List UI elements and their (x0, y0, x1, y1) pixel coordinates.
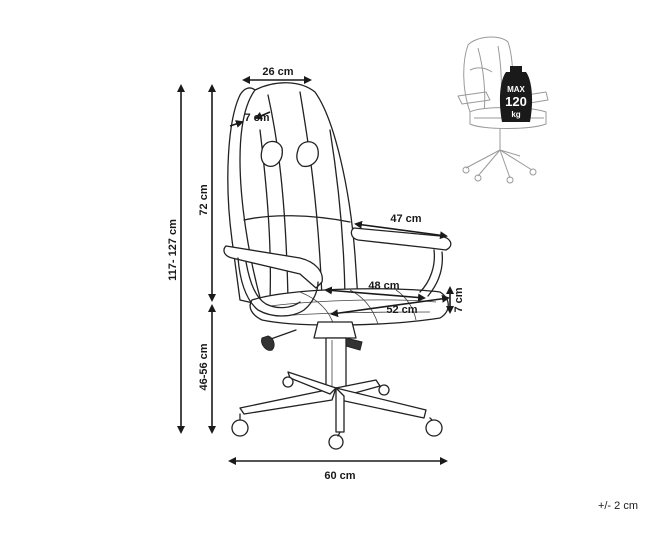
backrest-depth-line-2 (254, 111, 271, 120)
max-load-unit: kg (511, 110, 520, 119)
seat-depth-label: 52 cm (386, 304, 417, 316)
max-load-value: 120 (505, 94, 527, 109)
seat-width-label: 48 cm (368, 280, 399, 292)
base-width-label: 60 cm (324, 470, 355, 482)
backrest-depth-line (229, 120, 244, 128)
tolerance-note: +/- 2 cm (598, 500, 638, 512)
main-chair (223, 82, 452, 450)
backrest-height-label: 72 cm (198, 184, 210, 215)
backrest-depth-label: 7 cm (244, 112, 269, 124)
total-height-label: 117- 127 cm (167, 219, 179, 281)
armrest-length-line (354, 220, 448, 240)
seat-depth-line (330, 294, 450, 318)
max-load-badge: MAX 120 kg (499, 66, 533, 122)
max-load-label: MAX (507, 85, 525, 94)
seat-height-label: 46-56 cm (198, 343, 210, 390)
headrest-width-label: 26 cm (262, 66, 293, 78)
armrest-length-label: 47 cm (390, 213, 421, 225)
dimension-lines (177, 76, 454, 465)
weight-icon (499, 66, 533, 122)
seat-thickness-label: 7 cm (453, 287, 465, 312)
